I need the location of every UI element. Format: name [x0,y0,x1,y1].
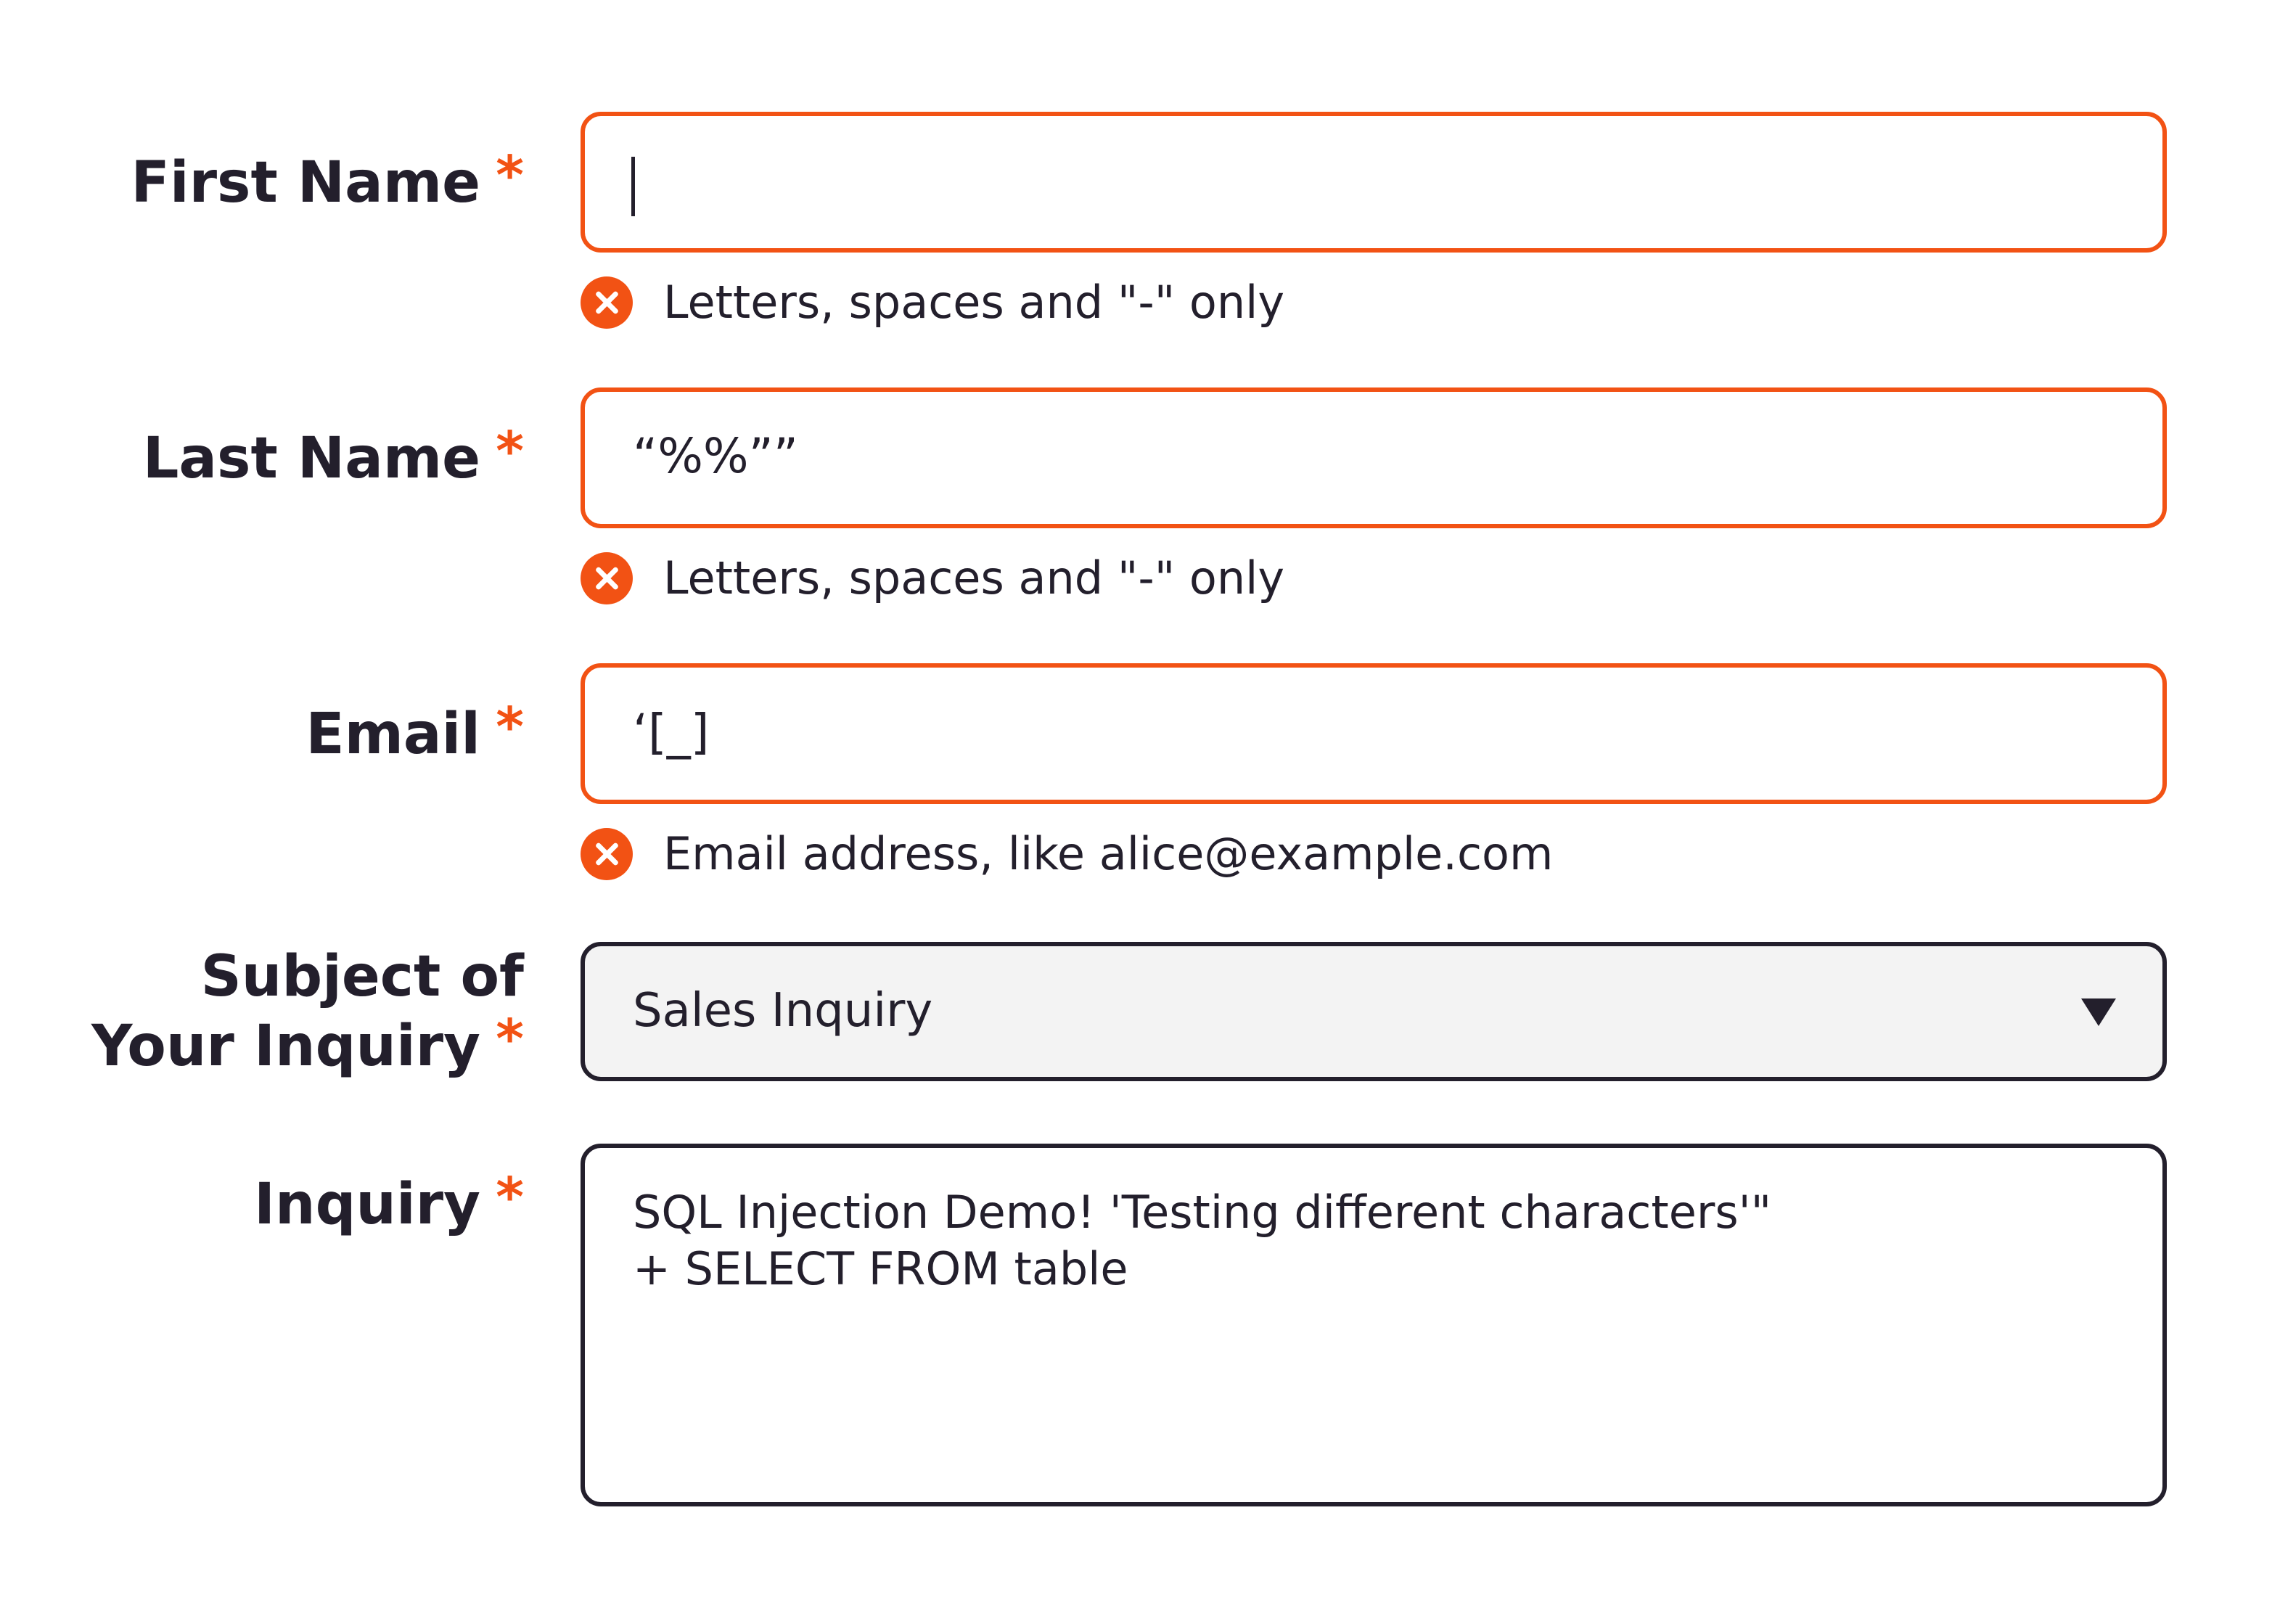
first-name-label: First Name * [1,144,524,218]
required-asterisk: * [496,696,524,758]
subject-label-line1: Subject of [200,944,524,1009]
first-name-error-text: Letters, spaces and "-" only [663,276,1285,329]
required-asterisk: * [496,144,524,207]
required-asterisk: * [496,420,524,483]
text-cursor [631,157,635,216]
error-x-icon [581,828,633,880]
inquiry-label-text: Inquiry [254,1172,480,1237]
inquiry-textarea[interactable]: SQL Injection Demo! 'Testing different c… [581,1144,2167,1506]
subject-label: Subject of Your Inquiry * [1,942,524,1081]
last-name-error-text: Letters, spaces and "-" only [663,551,1285,604]
required-asterisk: * [496,1008,524,1070]
email-label: Email * [1,696,524,769]
inquiry-line-1: SQL Injection Demo! 'Testing different c… [633,1186,1772,1239]
required-asterisk: * [496,1166,524,1229]
caret-down-icon[interactable] [2081,998,2116,1026]
subject-select[interactable]: Sales Inquiry [581,942,2167,1081]
inquiry-line-2: + SELECT FROM table [633,1242,1128,1295]
email-error-text: Email address, like alice@example.com [663,827,1554,880]
inquiry-text: SQL Injection Demo! 'Testing different c… [633,1184,1771,1297]
subject-label-line2: Your Inquiry [91,1014,480,1079]
last-name-value: “%%”” [633,428,799,484]
email-label-text: Email [305,702,480,767]
error-x-icon [581,552,633,604]
first-name-label-text: First Name [131,150,480,216]
first-name-input[interactable] [581,112,2167,253]
inquiry-label: Inquiry * [1,1166,524,1239]
subject-selected-value: Sales Inquiry [633,984,933,1038]
last-name-label-text: Last Name [142,426,480,491]
error-x-icon [581,276,633,329]
email-input[interactable]: ‘[_] [581,663,2167,804]
last-name-label: Last Name * [1,420,524,493]
email-value: ‘[_] [633,704,710,760]
last-name-input[interactable]: “%%”” [581,387,2167,528]
